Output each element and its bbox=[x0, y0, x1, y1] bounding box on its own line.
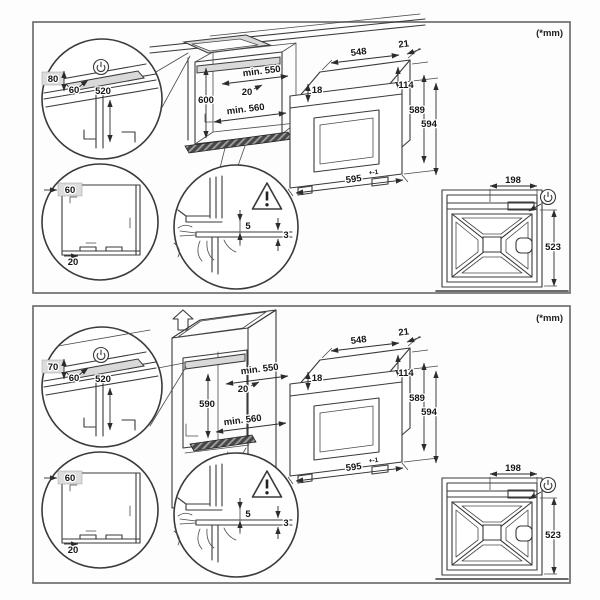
dim-gap-horizontal: 3 bbox=[283, 230, 288, 241]
dim-control-panel-height: 114 bbox=[398, 368, 414, 379]
anti-tip-rail bbox=[184, 353, 246, 370]
panel-border bbox=[32, 21, 571, 294]
units-note: (*mm) bbox=[536, 313, 563, 324]
niche-drawing bbox=[149, 13, 426, 177]
dim-niche-height: 590 bbox=[199, 399, 215, 410]
dim-oven-top-clearance: 18 bbox=[312, 373, 323, 384]
dim-oven-rear-offset: 21 bbox=[398, 38, 411, 50]
side-cutout-circle bbox=[42, 452, 158, 568]
dim-bracket-inset: 60 bbox=[69, 373, 80, 384]
dim-front-width-tolerance: +-1 bbox=[368, 457, 379, 465]
warning-triangle-icon bbox=[174, 165, 298, 289]
dim-cable-offset: 198 bbox=[505, 175, 521, 186]
panel-tall-column: (*mm) 590 min. 550 20 min. 560 bbox=[32, 305, 571, 584]
dim-gap-vertical: 5 bbox=[245, 221, 251, 232]
power-connection-icon bbox=[92, 58, 110, 76]
dim-oven-rear-offset: 21 bbox=[398, 326, 411, 338]
panel-under-counter: (*mm) 600 min. 550 20 min. 560 bbox=[32, 13, 571, 294]
dim-niche-depth: min. 560 bbox=[223, 413, 262, 429]
dim-niche-rear-gap: 20 bbox=[238, 384, 249, 395]
plinth-vent-strip bbox=[189, 434, 257, 452]
units-note: (*mm) bbox=[536, 28, 563, 39]
dim-oven-top-width: 548 bbox=[350, 46, 367, 59]
dim-rail-depth: 520 bbox=[95, 86, 111, 97]
dim-cable-offset: 198 bbox=[505, 463, 521, 474]
dim-rail-depth: 520 bbox=[95, 374, 111, 385]
dim-niche-depth: min. 560 bbox=[226, 102, 265, 118]
dim-niche-width: min. 550 bbox=[240, 362, 279, 378]
dim-cutout-top: 60 bbox=[65, 185, 76, 196]
dim-front-width: 595 bbox=[345, 173, 363, 186]
front-gap-circle bbox=[174, 165, 298, 289]
dim-niche-width: min. 550 bbox=[242, 64, 281, 80]
dim-gap-vertical: 5 bbox=[245, 509, 251, 520]
plinth-vent-strip bbox=[184, 131, 293, 154]
warning-triangle-icon bbox=[174, 453, 298, 577]
dim-overall-height: 594 bbox=[421, 119, 438, 130]
side-cutout-circle bbox=[42, 164, 158, 280]
anti-tip-rail bbox=[196, 56, 281, 74]
panel-border bbox=[32, 305, 571, 584]
dim-cutout-top: 60 bbox=[65, 473, 76, 484]
airflow-up-arrow-icon bbox=[172, 309, 194, 331]
bracket-detail-circle bbox=[42, 327, 187, 447]
dim-gap-horizontal: 3 bbox=[283, 518, 288, 529]
bracket-detail-circle bbox=[42, 39, 191, 159]
rear-view-drawing bbox=[436, 474, 568, 579]
dim-front-width: 595 bbox=[345, 461, 363, 474]
dim-bracket-gap: 70 bbox=[48, 362, 59, 373]
dim-oven-top-clearance: 18 bbox=[312, 85, 323, 96]
power-connection-icon bbox=[92, 346, 110, 364]
dim-rear-height: 523 bbox=[545, 242, 561, 253]
dim-control-panel-height: 114 bbox=[398, 80, 414, 91]
dim-body-height: 589 bbox=[409, 105, 425, 116]
dim-cutout-bottom: 20 bbox=[68, 545, 79, 556]
dim-cutout-bottom: 20 bbox=[68, 257, 79, 268]
dim-overall-height: 594 bbox=[421, 407, 438, 418]
front-gap-circle bbox=[174, 453, 298, 577]
dim-niche-rear-gap: 20 bbox=[242, 87, 253, 98]
dim-rear-height: 523 bbox=[545, 530, 561, 541]
dim-bracket-inset: 60 bbox=[69, 85, 80, 96]
dim-front-width-tolerance: +-1 bbox=[368, 169, 379, 177]
dim-niche-height: 600 bbox=[198, 95, 214, 106]
dim-body-height: 589 bbox=[409, 393, 425, 404]
rear-view-drawing bbox=[436, 186, 568, 291]
oven-drawing bbox=[288, 336, 438, 484]
dim-oven-top-width: 548 bbox=[350, 334, 367, 347]
oven-drawing bbox=[288, 48, 438, 196]
dim-bracket-gap: 80 bbox=[48, 74, 59, 85]
